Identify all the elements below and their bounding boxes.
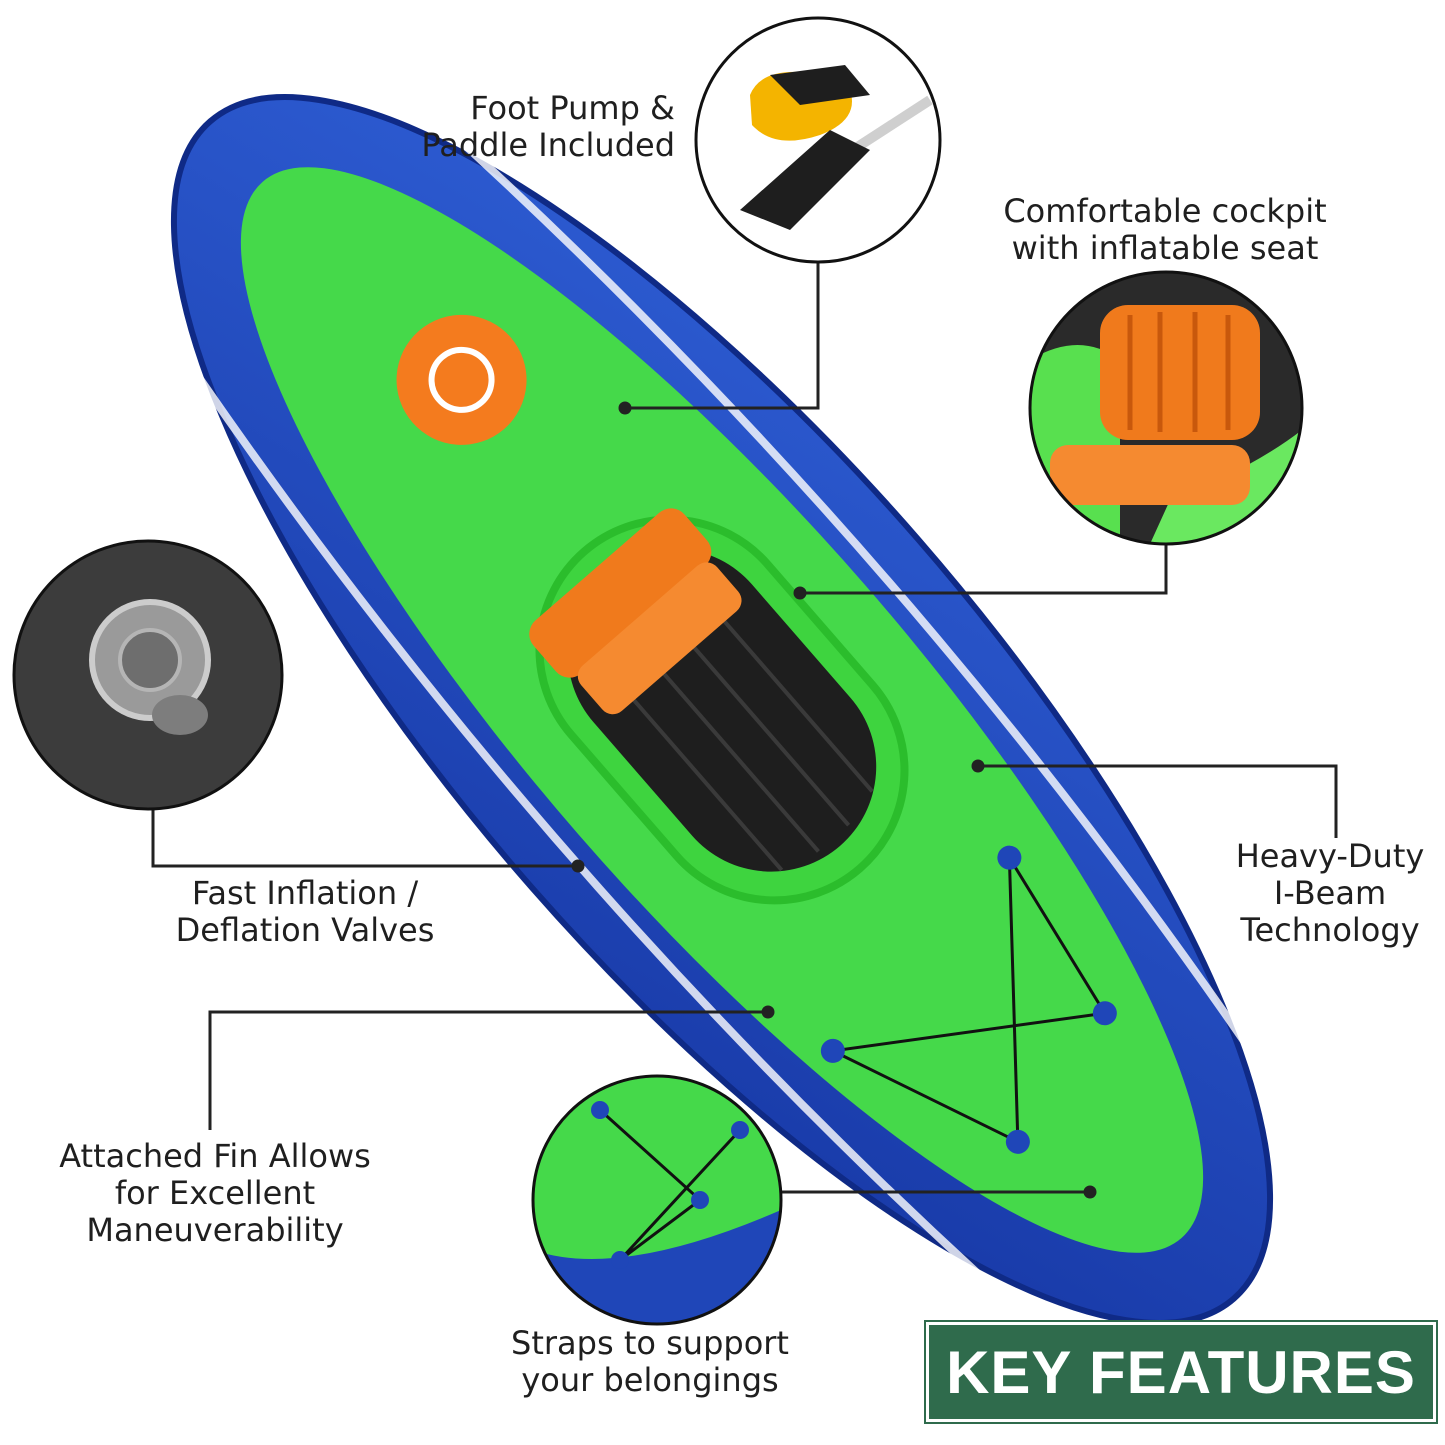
feature-line: Heavy-Duty [1235,837,1425,875]
key-features-badge: KEY FEATURES [924,1320,1438,1424]
connector-lines [151,262,1338,1199]
pump-connector [625,262,820,410]
inset-valve [12,539,284,811]
feature-line: with inflatable seat [1011,229,1319,267]
feature-pump-paddle: Foot Pump & Paddle Included [380,90,675,164]
badge-title: KEY FEATURES [946,1338,1416,1406]
hull-stripe [163,328,1023,1316]
seat-cushion-icon [1050,445,1250,505]
feature-line: Attached Fin Allows [59,1137,371,1175]
feature-valves: Fast Inflation / Deflation Valves [150,875,460,949]
feature-straps: Straps to support your belongings [470,1325,830,1399]
inset-straps [531,1074,783,1326]
feature-line: Technology [1240,911,1420,949]
paddle-blade-icon [740,130,870,230]
feature-line: Maneuverability [86,1211,344,1249]
feature-line: Foot Pump & [470,89,675,127]
inset-seat [1028,270,1304,546]
valve-cap [396,314,527,445]
seat-backrest [529,508,742,715]
feature-cockpit: Comfortable cockpit with inflatable seat [985,193,1345,267]
seat-back-icon [1100,305,1260,440]
feature-line: for Excellent [114,1174,316,1212]
strap-clips [820,845,1117,1154]
feature-line: Fast Inflation / [191,874,419,912]
feature-line: Straps to support [511,1324,789,1362]
hull-stripe [421,104,1281,1092]
feature-fin: Attached Fin Allows for Excellent Maneuv… [40,1138,390,1249]
kayak-body [163,94,1281,1326]
fin-connector [208,1010,768,1130]
cockpit-connector [800,544,1168,595]
feature-line: your belongings [521,1361,779,1399]
feature-line: Paddle Included [421,126,675,164]
strap-net-icon [598,1108,742,1262]
feature-line: Deflation Valves [175,911,435,949]
valve-connector [151,809,578,868]
feature-ibeam: Heavy-Duty I-Beam Technology [1215,838,1445,949]
feature-line: I-Beam [1273,874,1387,912]
ibeam-connector [978,764,1338,838]
feature-line: Comfortable cockpit [1003,192,1327,230]
inset-pump-paddle [694,16,942,264]
